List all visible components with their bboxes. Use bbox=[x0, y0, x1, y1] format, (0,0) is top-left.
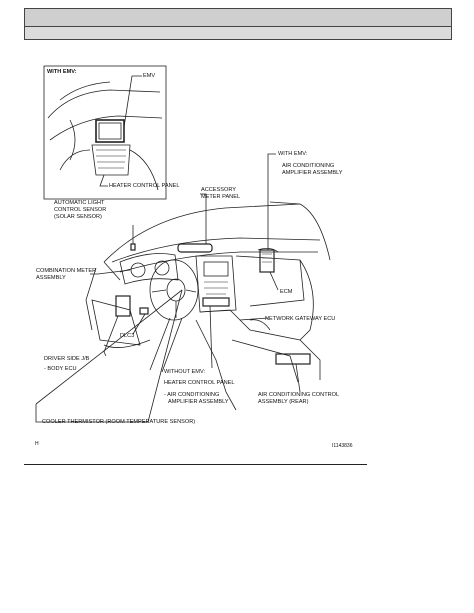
label-without-emv: WITHOUT EMV: bbox=[164, 369, 206, 375]
label-ac-amp-b: AMPLIFIER ASSEMBLY bbox=[168, 399, 229, 405]
label-accessory: ACCESSORY bbox=[201, 187, 237, 193]
label-combination-assembly: ASSEMBLY bbox=[36, 275, 66, 281]
footer-left: H bbox=[35, 441, 39, 447]
label-driver-side-jb: DRIVER SIDE J/B bbox=[44, 356, 90, 362]
label-inset-heater-control-panel: HEATER CONTROL PANEL bbox=[109, 183, 180, 189]
label-ac-amp-a: - AIR CONDITIONING bbox=[164, 392, 220, 398]
header-subbar bbox=[24, 26, 452, 40]
inset-emv-screen bbox=[95, 119, 125, 143]
label-ac-amplifier-1: AIR CONDITIONING bbox=[282, 163, 335, 169]
label-meter-panel: METER PANEL bbox=[201, 194, 241, 200]
inset-title: WITH EMV: bbox=[47, 69, 77, 75]
label-body-ecu: - BODY ECU bbox=[44, 366, 77, 372]
footer-rule bbox=[24, 464, 367, 465]
label-heater-control-panel: HEATER CONTROL PANEL bbox=[164, 380, 235, 386]
label-automatic-light: AUTOMATIC LIGHT bbox=[54, 200, 105, 206]
label-cooler-thermistor: COOLER THERMISTOR (ROOM TEMPERATURE SENS… bbox=[42, 419, 196, 425]
label-ecm: ECM bbox=[280, 289, 293, 295]
label-ac-control-rear-1: AIR CONDITIONING CONTROL bbox=[258, 392, 340, 398]
footer-code: I1143836 bbox=[332, 443, 353, 449]
label-solar-sensor: (SOLAR SENSOR) bbox=[54, 214, 102, 220]
label-network-gateway: NETWORK GATEWAY ECU bbox=[265, 316, 336, 322]
label-control-sensor: CONTROL SENSOR bbox=[54, 207, 107, 213]
label-with-emv: WITH EMV: bbox=[278, 151, 308, 157]
label-ac-control-rear-2: ASSEMBLY (REAR) bbox=[258, 399, 309, 405]
label-ac-amplifier-2: AMPLIFIER ASSEMBLY bbox=[282, 170, 343, 176]
label-dlc3: DLC3 bbox=[120, 333, 135, 339]
label-emv: EMV bbox=[143, 73, 156, 79]
inset-frame bbox=[43, 65, 167, 200]
label-combination-meter: COMBINATION METER bbox=[36, 268, 97, 274]
